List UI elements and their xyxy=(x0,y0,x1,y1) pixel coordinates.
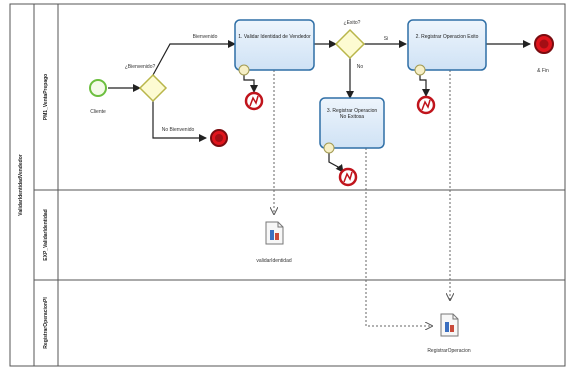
flow-g1-bienvenido xyxy=(152,40,236,76)
data-object-registrar-operacion[interactable] xyxy=(440,313,459,337)
end-event-fin[interactable] xyxy=(534,34,554,54)
flow-label-no-bienvenido: No Bienvenido xyxy=(162,127,195,133)
flow-label-si: Si xyxy=(384,36,388,42)
lane-label-1: PM1_VentaPrepago xyxy=(43,74,49,120)
gateway-bienvenido[interactable] xyxy=(138,73,168,103)
data-object-validar-identidad[interactable] xyxy=(265,221,284,245)
lane-label-2: EXP_ValidarIdentidad xyxy=(43,209,49,260)
error-end-event-1[interactable] xyxy=(244,91,264,111)
end-event-fin-label: & Fin xyxy=(537,68,549,74)
data-object-registrar-operacion-label: RegistrarOperacion xyxy=(427,348,471,354)
assoc-t3-d2 xyxy=(365,148,432,326)
error-end-event-3[interactable] xyxy=(338,167,358,187)
end-event-no-bienvenido[interactable] xyxy=(210,129,228,147)
error-end-event-2[interactable] xyxy=(416,95,436,115)
sequence-flows xyxy=(108,40,531,173)
flow-label-bienvenido: Bienvenido xyxy=(193,34,218,40)
task-registrar-no-exitosa[interactable] xyxy=(319,97,385,154)
flow-label-no: No xyxy=(357,64,364,70)
gateway-exito[interactable] xyxy=(334,28,366,60)
task-validar-identidad-label: 1. Validar Identidad de Vendedor xyxy=(238,34,311,40)
gateway-exito-label: ¿Exito? xyxy=(344,20,361,26)
flow-t3-error xyxy=(328,148,344,173)
task-registrar-exito[interactable] xyxy=(407,19,487,76)
pool-label: ValidarIdentidadVendedor xyxy=(18,154,24,215)
task-registrar-no-exitosa-label: 3. Registrar Operacion No Exitosa xyxy=(326,108,378,121)
gateway-bienvenido-label: ¿Bienvenido? xyxy=(125,64,156,70)
data-object-validar-identidad-label: validarIdentidad xyxy=(256,258,292,264)
task-registrar-exito-label: 2. Registrar Operacion Exito xyxy=(415,34,479,40)
lane-label-3: RegistrarOperacionPI xyxy=(43,297,49,349)
data-associations xyxy=(274,70,450,326)
task-validar-identidad[interactable] xyxy=(234,19,315,76)
start-event-label: Cliente xyxy=(90,109,106,115)
start-event[interactable] xyxy=(89,79,107,97)
flow-g1-no-bienvenido xyxy=(152,101,207,142)
